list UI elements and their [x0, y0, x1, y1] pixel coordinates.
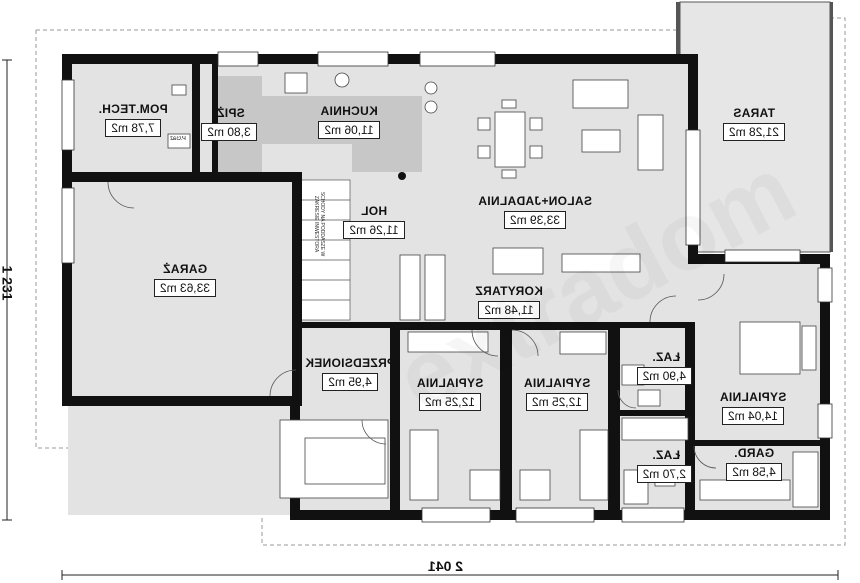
room-label-pom-tech: POM.TECH. 7,78 m2: [88, 102, 178, 137]
room-label-laz-1: ŁAZ. 4,90 m2: [636, 350, 692, 385]
dimension-lines: [2, 59, 839, 580]
room-name: KUCHNIA: [320, 104, 378, 118]
stairs: [299, 179, 351, 321]
windows: [61, 51, 833, 523]
room-area: 2,70 m2: [636, 465, 692, 483]
room-area: 4,58 m2: [726, 463, 782, 481]
door-swings: [107, 181, 725, 469]
room-area: 11,26 m2: [343, 221, 405, 239]
room-name: ŁAZ.: [652, 350, 680, 364]
room-area: 33,39 m2: [503, 211, 567, 229]
room-label-gard: GARD. 4,58 m2: [722, 446, 786, 481]
room-label-taras: TARAS 21,28 m2: [714, 106, 794, 141]
room-area: 4,95 m2: [322, 373, 378, 391]
stair-note: SCHODY NA PODDASZE W ZAKRESIE INWESTORA: [313, 191, 325, 257]
room-label-kuchnia: KUCHNIA 11,06 m2: [304, 104, 394, 139]
room-label-spiz: SPIŻ. 3,80 m2: [200, 106, 258, 141]
room-name: PRZEDSIONEK: [305, 356, 395, 370]
room-area: 4,90 m2: [636, 367, 692, 385]
room-name: GARAŻ: [162, 262, 208, 276]
room-label-hol: HOL 11,26 m2: [338, 204, 410, 239]
room-name: TARAS: [733, 106, 775, 120]
furniture: [167, 72, 819, 508]
room-area: 7,78 m2: [105, 119, 161, 137]
room-area: 33,63 m2: [153, 279, 217, 297]
room-label-salon: SALON+JADALNIA 33,39 m2: [470, 194, 600, 229]
dimension-width: 2 041: [428, 558, 464, 574]
room-label-garaz: GARAŻ 33,63 m2: [140, 262, 230, 297]
dimension-height: 1 231: [0, 265, 16, 301]
room-name: ŁAZ.: [652, 448, 680, 462]
column-dot: [398, 172, 406, 180]
plot-outline: [35, 17, 846, 546]
room-name: GARD.: [733, 446, 775, 460]
room-label-przedsionek: PRZEDSIONEK 4,95 m2: [302, 356, 398, 391]
room-label-sypialnia-3: SYPIALNIA 14,04 m2: [712, 390, 794, 425]
room-area: 14,04 m2: [721, 407, 785, 425]
room-area: 12,25 m2: [525, 393, 589, 411]
room-name: POM.TECH.: [98, 102, 168, 116]
room-name: SALON+JADALNIA: [478, 194, 592, 208]
room-area: 11,06 m2: [318, 121, 380, 139]
room-area: 3,80 m2: [201, 123, 257, 141]
room-name: SYPIALNIA: [719, 390, 787, 404]
room-name: SPIŻ.: [213, 106, 245, 120]
room-name: HOL: [360, 204, 388, 218]
small-label-pgaz: P.Gaz: [170, 136, 186, 142]
room-label-laz-2: ŁAZ. 2,70 m2: [636, 448, 692, 483]
